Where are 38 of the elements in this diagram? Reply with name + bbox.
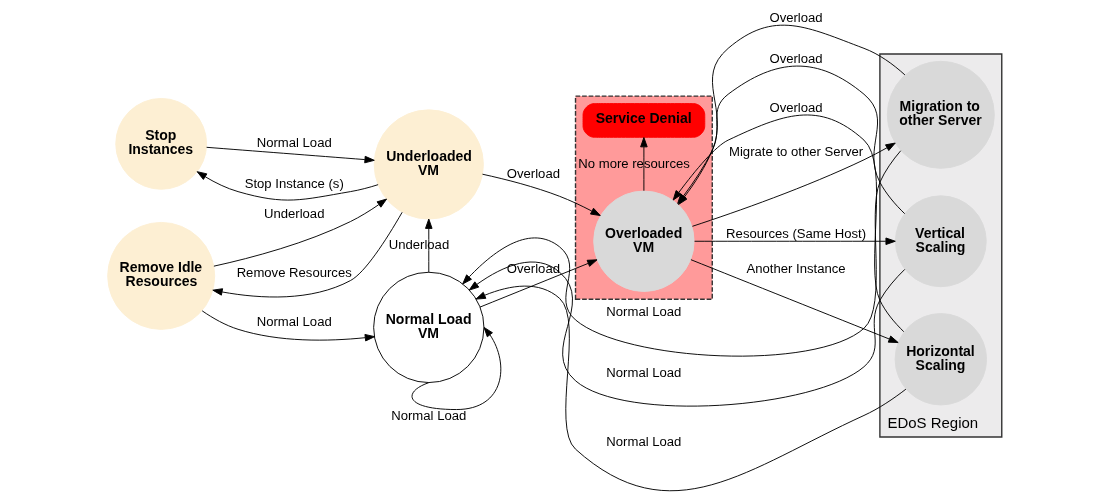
arrow [693, 237, 896, 245]
edge-label: Underload [263, 206, 324, 222]
arrow [201, 310, 375, 342]
arrow [689, 259, 899, 344]
arrow [205, 146, 375, 164]
arrow [639, 137, 648, 192]
arrow [475, 285, 906, 492]
arrow [479, 259, 597, 308]
arrow [411, 326, 501, 410]
edge-label: Remove Resources [236, 265, 352, 281]
edge-label: Normal Load [256, 134, 332, 150]
edge-label: Normal Load [256, 313, 332, 329]
cluster [574, 95, 713, 300]
arrow [212, 198, 387, 267]
node-circle: Remove Idle Resources [106, 221, 215, 330]
edge-label: Overload [768, 100, 823, 116]
arrow [468, 261, 905, 407]
node-box: Service Denial [582, 103, 705, 138]
arrow [672, 114, 904, 333]
edge-label: Overload [768, 10, 823, 26]
node-circle: Horizontal Scaling [894, 313, 987, 406]
edge-label: Another Instance [746, 261, 846, 277]
arrow [196, 171, 379, 201]
edge-label: Normal Load [605, 304, 681, 320]
edge-label: Normal Load [390, 408, 466, 424]
arrow [424, 218, 433, 273]
arrow [211, 211, 403, 298]
edge-label: Resources (Same Host) [725, 225, 866, 241]
edge-label: Stop Instance (s) [244, 176, 344, 192]
edge-label: Normal Load [605, 433, 681, 449]
arrow [461, 150, 901, 357]
edge-label: Normal Load [605, 365, 681, 381]
edge-label: Migrate to other Server [728, 144, 863, 160]
edge-label: Overload [506, 165, 560, 181]
arrow [481, 173, 601, 216]
edge-label: Overload [768, 50, 823, 66]
node-circle: Vertical Scaling [894, 195, 987, 288]
arrow [691, 142, 896, 227]
